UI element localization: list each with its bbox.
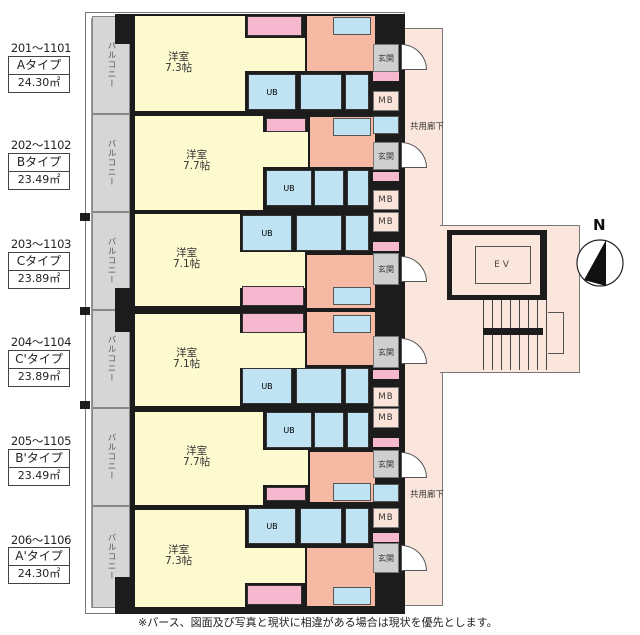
unit-bath-c: UB [242,215,292,251]
toilet-c [345,215,369,251]
washroom-b [314,170,344,206]
sink-counter-b [333,118,371,136]
toilet-b-prime [347,412,369,448]
room-b-prime-ext [263,450,308,485]
stairs-landing-wall [483,328,543,335]
closet-c-prime [242,313,304,333]
sink-counter-c [333,287,371,305]
stairs [483,300,549,370]
sink-counter-c-prime [333,315,371,333]
elevator: EV [475,246,531,284]
sink-counter-a [333,17,371,35]
room-a-ext [245,38,305,71]
corridor-label-2: 共用廊下 [410,490,445,500]
washroom-b-prime [314,412,344,448]
washroom-a-prime [300,508,342,544]
shoe-box-c-prime [373,370,399,379]
sink-counter-a-prime [333,587,371,605]
entrance-a: 玄関 [373,44,399,72]
entrance-c: 玄関 [373,253,399,285]
washroom-c [296,215,342,251]
meter-box-c: MB [373,212,399,232]
column-marker-3 [80,401,90,409]
entrance-c-prime: 玄関 [373,336,399,368]
room-c-prime-ext [240,333,305,368]
balcony-b-prime: バルコニー [92,408,130,506]
closet-c [242,286,304,306]
room-a [135,16,245,111]
column-marker-2 [80,307,90,315]
meter-box-c-prime: MB [373,387,399,407]
corridor-label-1: 共用廊下 [410,122,445,132]
meter-box-a: MB [373,91,399,111]
room-b-ext [263,132,308,167]
shoe-box-b [373,172,399,181]
room-c-ext [240,252,305,288]
washroom-c-prime [296,368,342,404]
closet-b [266,118,306,132]
north-arrow-icon [576,239,624,287]
shoe-box-a-prime [373,533,399,542]
toilet-b [347,170,369,206]
toilet-a-prime [345,508,369,544]
elevator-label: EV [494,260,512,270]
disclaimer-note: ※パース、図面及び写真と現状に相違がある場合は現状を優先とします。 [138,616,498,629]
compass [575,238,625,288]
shoe-box-a [373,72,399,81]
meter-box-b-prime: MB [373,408,399,428]
room-b [135,116,263,210]
unit-bath-a: UB [248,74,296,110]
unit-bath-b: UB [266,170,312,206]
unit-bath-b-prime: UB [266,412,312,448]
closet-a-prime [247,585,302,605]
room-c-prime [135,314,240,406]
room-b-prime [135,412,263,505]
north-label: N [593,216,606,234]
shaft-b [373,116,399,134]
room-c [135,214,240,306]
room-a-prime-ext [245,548,305,583]
meter-box-a-prime: MB [373,508,399,528]
entrance-b-prime: 玄関 [373,450,399,478]
column-marker-1 [80,213,90,221]
closet-b-prime [266,487,306,501]
toilet-a [345,74,369,110]
washroom-a [300,74,342,110]
toilet-c-prime [345,368,369,404]
shoe-box-c [373,242,399,251]
stairs-rail [548,312,564,354]
unit-bath-a-prime: UB [248,508,296,544]
shaft-b-prime [373,484,399,502]
entrance-a-prime: 玄関 [373,543,399,573]
room-a-prime [135,510,245,607]
sink-counter-b-prime [333,483,371,501]
entrance-b: 玄関 [373,142,399,170]
meter-box-b: MB [373,190,399,210]
shoe-box-b-prime [373,438,399,447]
closet-a [247,16,302,36]
balcony-b: バルコニー [92,114,130,212]
common-corridor [400,28,443,606]
unit-bath-c-prime: UB [242,368,292,404]
